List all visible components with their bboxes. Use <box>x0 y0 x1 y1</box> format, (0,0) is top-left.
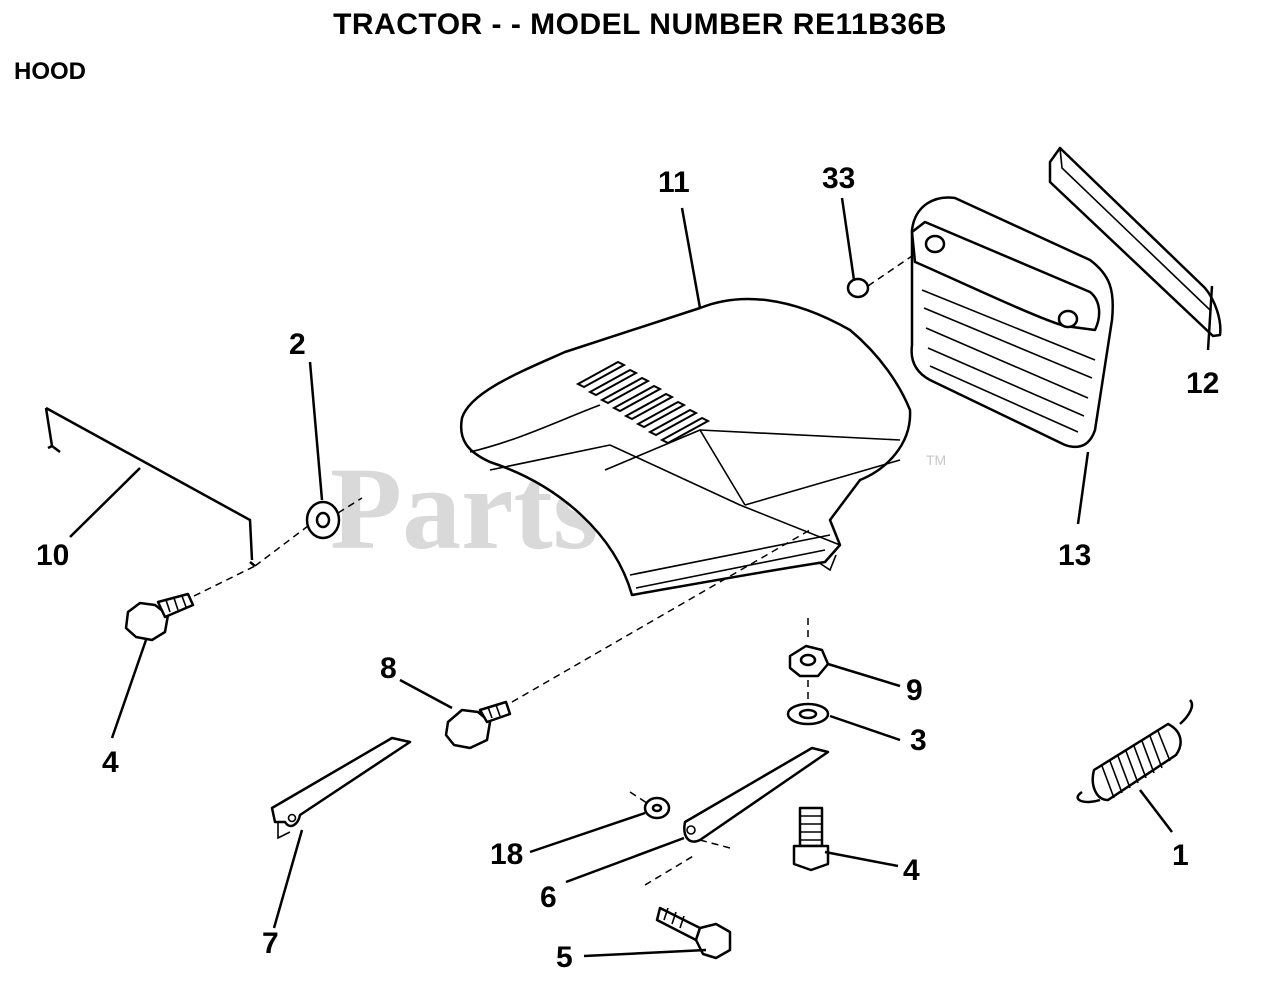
callout-13: 13 <box>1058 539 1091 572</box>
callout-8: 8 <box>380 652 397 685</box>
callout-18: 18 <box>490 838 523 871</box>
callout-1: 1 <box>1172 839 1189 872</box>
callout-3: 3 <box>910 724 927 757</box>
bracket-part-6[interactable] <box>683 746 830 843</box>
bolt-part-4-lower[interactable] <box>792 806 830 872</box>
callout-6: 6 <box>540 881 557 914</box>
diagram-title: TRACTOR - - MODEL NUMBER RE11B36B <box>333 8 947 41</box>
callout-12: 12 <box>1186 367 1219 400</box>
spring-part[interactable] <box>1076 699 1194 804</box>
callout-2: 2 <box>289 328 306 361</box>
emblem-part[interactable] <box>1048 146 1222 338</box>
callout-11: 11 <box>658 166 690 199</box>
section-label: HOOD <box>14 58 86 85</box>
support-bracket-part-7[interactable] <box>270 736 412 840</box>
callout-9: 9 <box>906 674 923 707</box>
nut-part-9[interactable] <box>788 644 830 678</box>
bolt-part-8[interactable] <box>444 700 512 750</box>
washer-part-3[interactable] <box>786 702 830 726</box>
callout-5: 5 <box>556 941 573 974</box>
grille-part[interactable] <box>910 196 1114 449</box>
plug-part[interactable] <box>846 277 870 299</box>
washer-part-18[interactable] <box>643 796 671 820</box>
callout-4-upper: 4 <box>102 746 119 779</box>
callout-10: 10 <box>36 539 69 572</box>
watermark-trademark: TM <box>926 452 946 468</box>
callout-4-lower: 4 <box>903 854 920 887</box>
rod-part[interactable] <box>44 406 256 567</box>
nut-part-2[interactable] <box>305 500 341 540</box>
hood-part[interactable] <box>459 297 912 597</box>
bolt-part-4-upper[interactable] <box>124 592 195 642</box>
callout-7: 7 <box>262 927 279 960</box>
callout-33: 33 <box>822 162 855 195</box>
